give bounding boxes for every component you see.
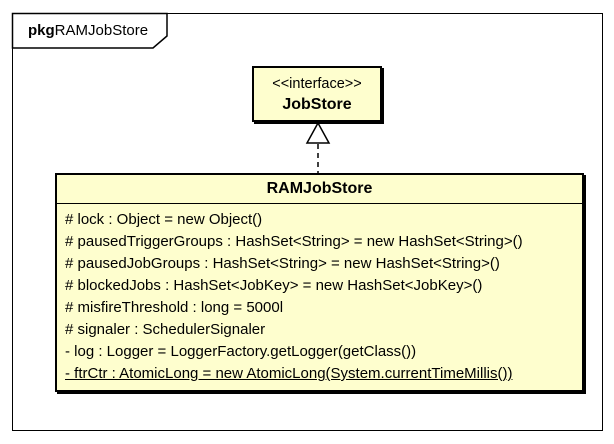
class-attribute: # pausedJobGroups : HashSet<String> = ne… [65, 255, 500, 272]
package-tab-shape [11, 12, 168, 49]
interface-node-jobstore: <<interface>> JobStore [252, 66, 382, 122]
package-name: RAMJobStore [54, 22, 149, 39]
class-attribute: - log : Logger = LoggerFactory.getLogger… [65, 343, 417, 360]
class-attribute: # signaler : SchedulerSignaler [65, 321, 266, 338]
class-attribute: # blockedJobs : HashSet<JobKey> = new Ha… [65, 277, 483, 294]
class-attribute: # pausedTriggerGroups : HashSet<String> … [65, 233, 523, 250]
class-attributes-list: # lock : Object = new Object() # pausedT… [57, 204, 582, 385]
package-tab-label: pkgRAMJobStore [28, 13, 148, 48]
class-node-ramjobstore: RAMJobStore # lock : Object = new Object… [55, 173, 584, 392]
class-attribute: - ftrCtr : AtomicLong = new AtomicLong(S… [65, 365, 513, 382]
class-attribute: # lock : Object = new Object() [65, 211, 263, 228]
package-keyword: pkg [28, 22, 55, 39]
realization-arrow [305, 121, 331, 173]
class-name: RAMJobStore [57, 175, 582, 204]
hollow-triangle-arrowhead-icon [305, 121, 331, 144]
class-attribute: # misfireThreshold : long = 5000l [65, 299, 284, 316]
interface-stereotype: <<interface>> [272, 76, 362, 92]
interface-name: JobStore [282, 96, 352, 113]
package-tab [11, 12, 168, 49]
